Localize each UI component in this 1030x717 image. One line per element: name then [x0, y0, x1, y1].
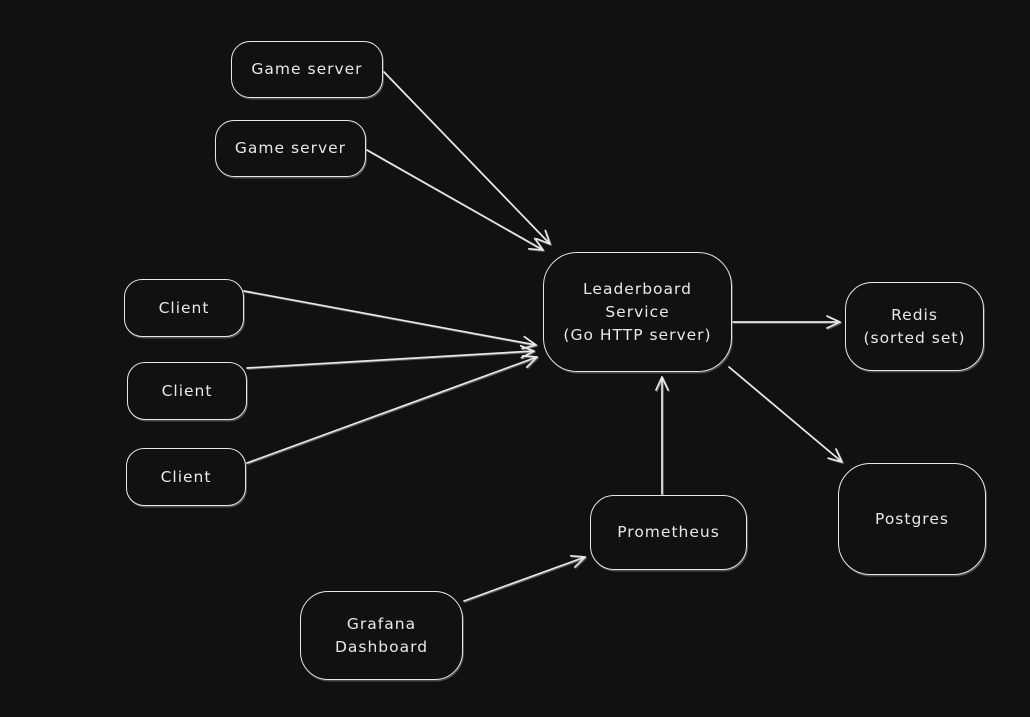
node-redis-label: Redis (sorted set) [863, 305, 966, 347]
edge-client-3-to-leaderboard[interactable] [246, 354, 538, 464]
edge-game-server-2-to-leaderboard[interactable] [366, 149, 544, 251]
node-prometheus[interactable]: Prometheus [590, 495, 747, 570]
edge-client-1-to-leaderboard[interactable] [243, 290, 537, 350]
node-game-server-2-label: Game server [234, 139, 347, 157]
node-client-1-label: Client [158, 298, 210, 317]
node-leaderboard-service-label: Leaderboard Service (Go HTTP server) [563, 279, 712, 344]
edge-client-2-to-leaderboard[interactable] [246, 344, 535, 369]
node-grafana-dashboard[interactable]: Grafana Dashboard [300, 591, 463, 680]
node-grafana-dashboard-label: Grafana Dashboard [334, 614, 429, 656]
node-postgres[interactable]: Postgres [838, 463, 986, 575]
node-leaderboard-service[interactable]: Leaderboard Service (Go HTTP server) [543, 252, 732, 372]
node-game-server-1-label: Game server [251, 60, 363, 78]
edge-game-server-1-to-leaderboard[interactable] [383, 71, 551, 245]
node-client-3[interactable]: Client [126, 448, 246, 506]
node-postgres-label: Postgres [875, 509, 949, 528]
node-game-server-1[interactable]: Game server [231, 41, 383, 98]
node-client-2[interactable]: Client [127, 362, 247, 420]
node-redis[interactable]: Redis (sorted set) [845, 282, 984, 371]
node-client-2-label: Client [161, 381, 213, 400]
node-client-1[interactable]: Client [124, 279, 244, 337]
node-prometheus-label: Prometheus [617, 523, 720, 541]
node-game-server-2[interactable]: Game server [215, 120, 366, 177]
node-client-3-label: Client [160, 467, 212, 486]
edge-leaderboard-to-postgres[interactable] [728, 366, 843, 463]
edge-grafana-to-prometheus[interactable] [463, 554, 586, 602]
